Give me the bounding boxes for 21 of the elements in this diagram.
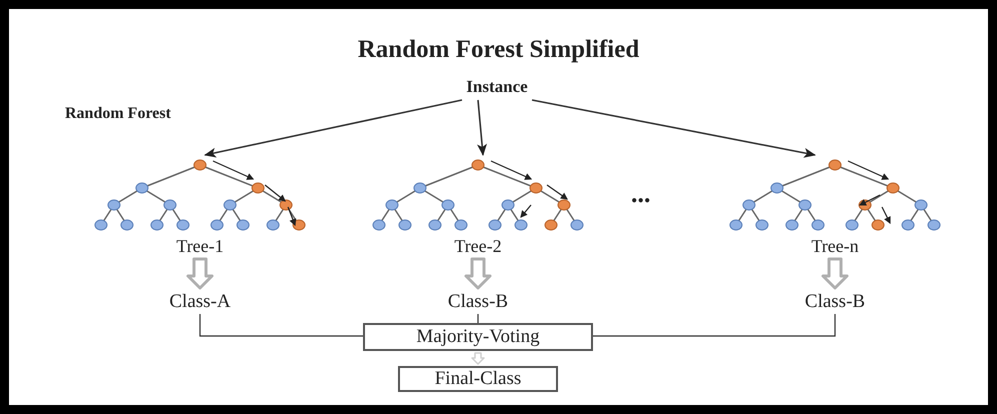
tree-label: Tree-1	[176, 235, 224, 257]
block-arrow	[186, 258, 214, 290]
arrow	[477, 100, 487, 156]
tree-label: Tree-n	[811, 235, 859, 257]
process-box: Majority-Voting	[363, 323, 593, 351]
section-label: Random Forest	[65, 104, 171, 124]
arrow	[204, 99, 462, 158]
class-label: Class-B	[780, 290, 890, 314]
input-label: Instance	[437, 74, 557, 100]
block-arrow	[822, 258, 848, 290]
arrow	[532, 99, 816, 158]
class-label: Class-A	[145, 290, 255, 314]
ellipsis-label: ...	[631, 181, 650, 207]
tree-label: Tree-2	[454, 235, 502, 257]
title: Random Forest Simplified	[358, 35, 640, 65]
connector-line	[199, 314, 363, 337]
block-arrow	[464, 258, 492, 290]
process-box: Final-Class	[398, 366, 558, 392]
block-arrow	[471, 352, 485, 365]
class-label: Class-B	[423, 290, 533, 314]
connector-line	[593, 314, 836, 337]
